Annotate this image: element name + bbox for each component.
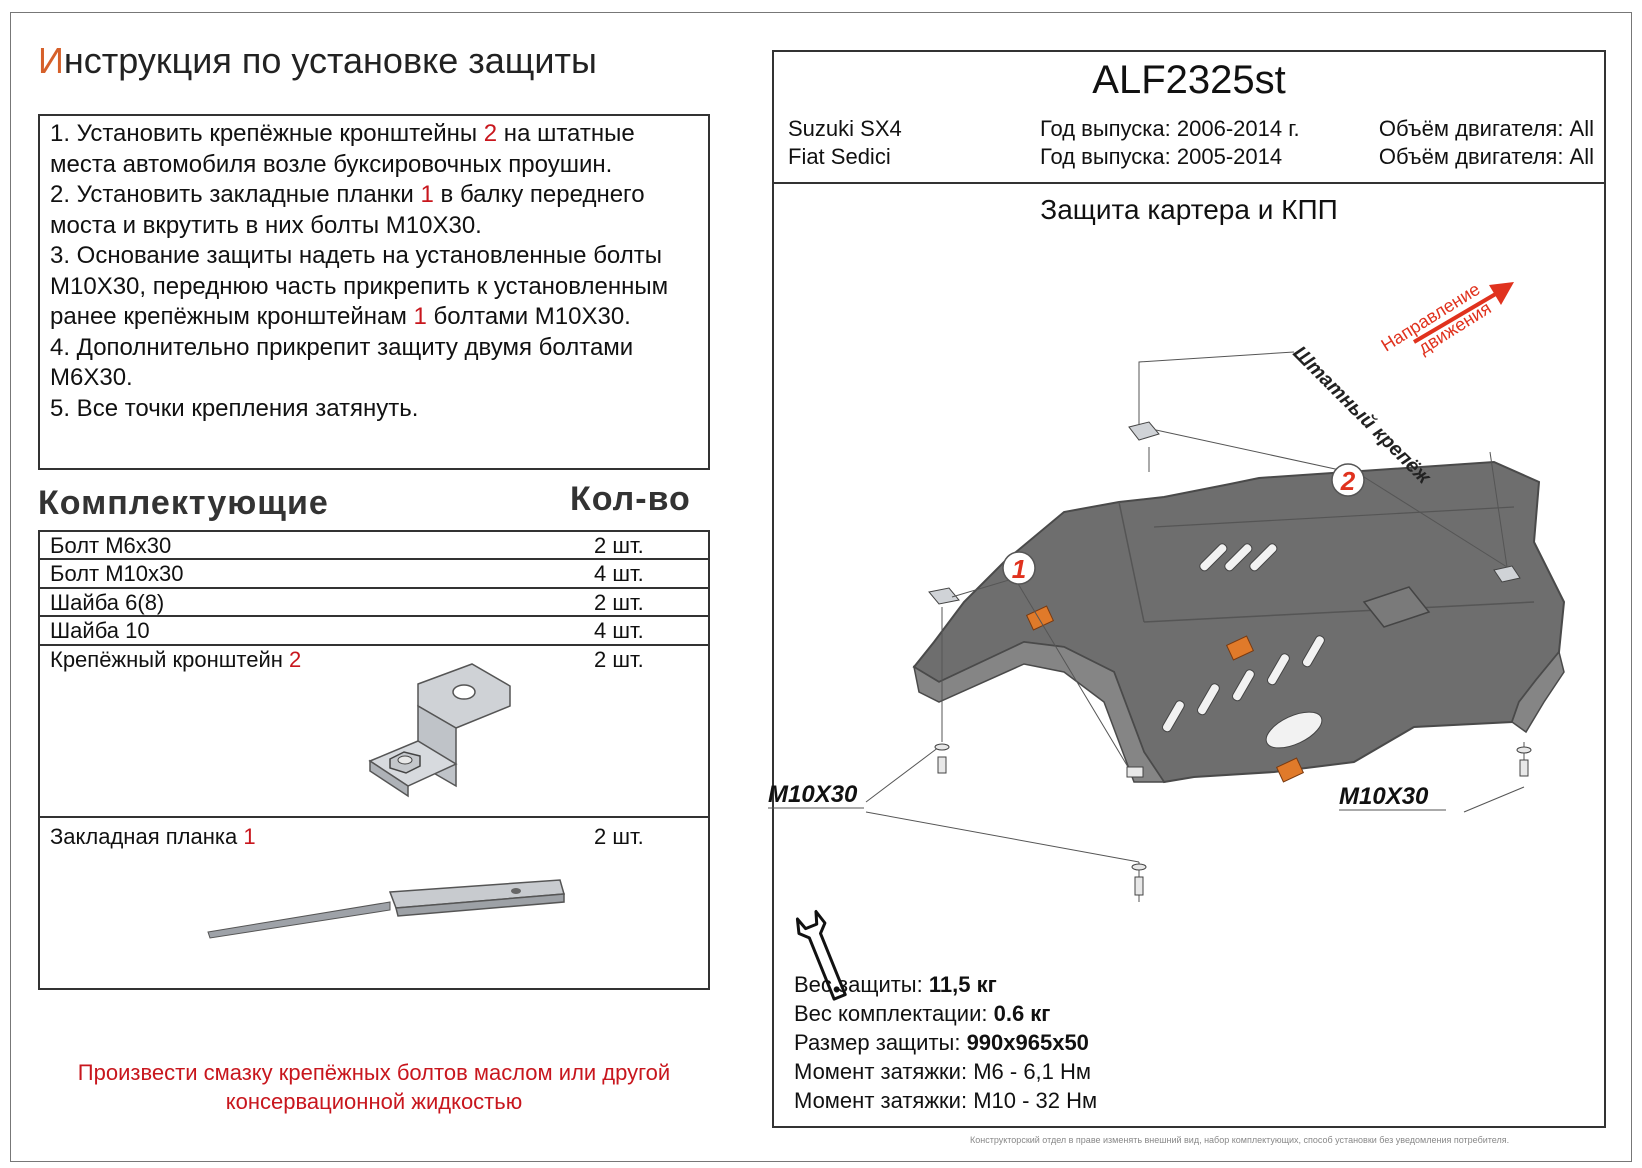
spec-torque-m10: Момент затяжки: М10 - 32 Нм (794, 1088, 1098, 1113)
spec-torque-m6: Момент затяжки: М6 - 6,1 Нм (794, 1059, 1092, 1084)
insert-plate-illustration (207, 879, 565, 939)
callout-2: 2 (1331, 463, 1365, 497)
title-rest: нструкция по установке защиты (63, 40, 597, 81)
standard-mount-label: Штатный крепёж (1288, 342, 1435, 489)
instruction-step: 5. Все точки крепления затянуть. (50, 394, 419, 422)
wrench-icon (795, 910, 847, 1001)
bolt-label-right: M10X30 (1339, 783, 1429, 810)
svg-text:2: 2 (1340, 466, 1356, 496)
instruction-step: 2. Установить закладные планки 1 в балку… (50, 181, 645, 239)
product-specs: Вес защиты: 11,5 кг Вес комплектации: 0.… (794, 970, 1097, 1115)
instructions-box: 1. Установить крепёжные кронштейны 2 на … (38, 114, 710, 470)
quantity-header: Кол-во (570, 480, 691, 518)
parts-header: Комплектующие (38, 484, 329, 522)
model-code: ALF2325st (1092, 58, 1286, 102)
instruction-step: 1. Установить крепёжные кронштейны 2 на … (50, 120, 635, 178)
car-name: Fiat Sedici (788, 144, 891, 169)
bolt-label-left: M10X30 (768, 781, 858, 808)
spec-size: Размер защиты: 990х965х50 (794, 1030, 1089, 1055)
direction-arrow-icon (1412, 282, 1514, 344)
callout-1: 1 (1002, 551, 1036, 585)
product-panel: ALF2325st Suzuki SX4 Год выпуска: 2006-2… (768, 50, 1606, 1128)
page-frame (10, 12, 1632, 1162)
car-engine: Объём двигателя: All (1378, 116, 1594, 141)
svg-text:1: 1 (1012, 554, 1026, 584)
car-name: Suzuki SX4 (788, 116, 902, 141)
title-initial: И (38, 40, 64, 81)
car-engine: Объём двигателя: All (1378, 144, 1594, 169)
spec-kit-weight: Вес комплектации: 0.6 кг (794, 1001, 1051, 1026)
copyright-note: Конструкторский отдел в праве изменять в… (970, 1135, 1510, 1145)
car-years: Год выпуска: 2005-2014 (1040, 144, 1283, 169)
installation-diagram: 1 2 Штатный крепёж Направление движения … (768, 279, 1566, 1001)
spec-weight: Вес защиты: 11,5 кг (794, 972, 997, 997)
product-title: Защита картера и КПП (1040, 194, 1338, 225)
bracket-illustration (368, 663, 511, 798)
table-row: Шайба 6(8)2 шт. (40, 589, 708, 617)
page-title: Инструкция по установке защиты (38, 40, 597, 82)
car-years: Год выпуска: 2006-2014 г. (1040, 116, 1300, 141)
lubrication-note: Произвести смазку крепёжных болтов масло… (77, 1060, 671, 1114)
skid-plate (912, 460, 1566, 784)
instruction-step: 4. Дополнительно прикрепит защиту двумя … (50, 333, 634, 392)
direction-label: Направление движения (1378, 279, 1495, 358)
divider (774, 182, 1604, 184)
instruction-step: 3. Основание защиты надеть на установлен… (50, 242, 669, 330)
